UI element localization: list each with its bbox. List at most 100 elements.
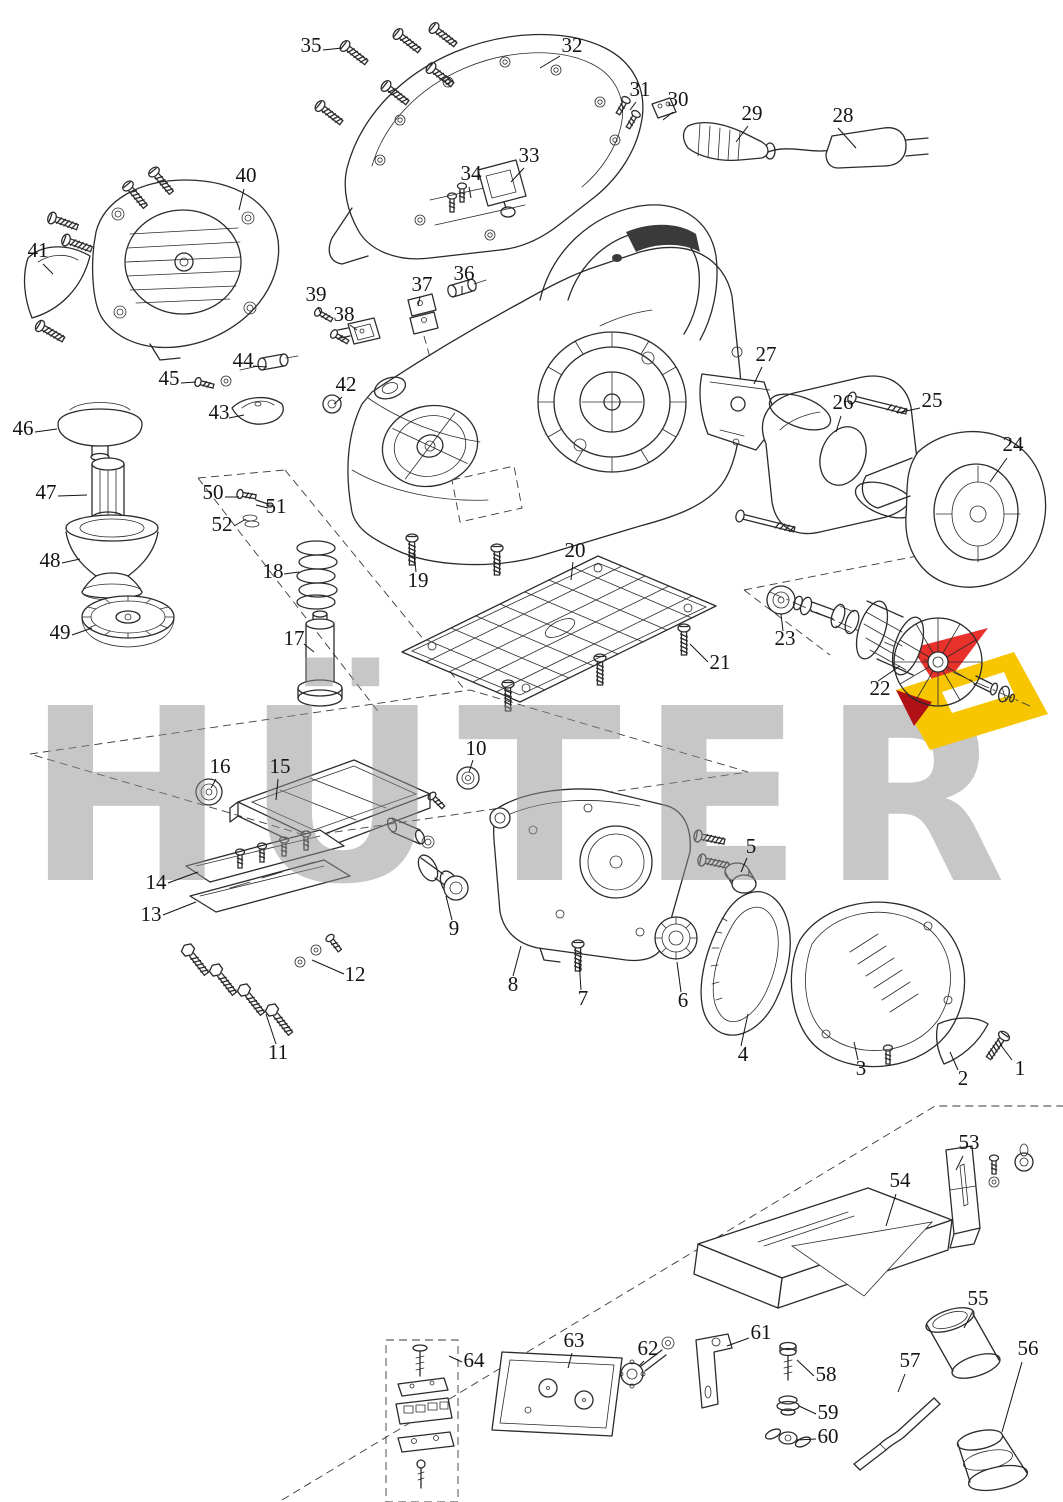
part-label-35: 35 [301,33,322,57]
leader-line-43 [228,414,245,419]
part-label-9: 9 [449,916,460,940]
base-plate-assembly [401,533,717,712]
part-label-50: 50 [203,480,224,504]
part-label-39: 39 [306,282,327,306]
part-label-18: 18 [263,559,284,583]
adjuster-set [235,488,274,528]
part-label-10: 10 [466,736,487,760]
leader-line-46 [34,428,58,433]
leader-line-49 [71,627,93,636]
part-label-5: 5 [746,834,757,858]
hardware-kit-64 [385,1339,459,1502]
leader-line-55 [963,1310,974,1329]
watermark: HÜTER [26,656,1024,937]
cord-assembly [613,94,929,169]
part-label-8: 8 [508,972,519,996]
leader-line-10 [468,759,474,773]
leader-line-5 [740,857,748,873]
front-shoe-assembly [178,759,435,1038]
front-fan-recess [381,404,479,488]
part-label-11: 11 [268,1040,288,1064]
part-label-46: 46 [13,416,34,440]
part-label-43: 43 [209,400,230,424]
leader-line-12 [311,959,345,975]
part-label-20: 20 [565,538,586,562]
armature-assembly [769,591,1031,707]
part-label-59: 59 [818,1400,839,1424]
leader-line-35 [322,47,343,51]
part-label-32: 32 [562,33,583,57]
deflector-41 [23,246,91,319]
leader-line-58 [796,1359,815,1377]
accessory-section [385,1143,1034,1502]
part-label-37: 37 [412,272,433,296]
part-label-28: 28 [833,103,854,127]
leader-line-26 [835,415,842,433]
leader-line-21 [689,643,709,663]
leader-line-51 [255,504,269,509]
leader-line-64 [448,1355,463,1363]
leader-line-20 [570,561,574,581]
leader-line-4 [740,1013,749,1047]
part-label-56: 56 [1018,1336,1039,1360]
rear-drive-assembly [699,373,1047,615]
leader-line-7 [578,959,582,991]
knob-bolt-62 [618,1336,675,1389]
part-label-30: 30 [668,87,689,111]
leader-line-23 [780,613,784,632]
leader-line-62 [638,1360,645,1367]
guide-plate-63 [491,1351,623,1437]
part-label-60: 60 [818,1424,839,1448]
leader-line-45 [180,381,197,384]
leader-line-2 [949,1051,959,1071]
part-label-45: 45 [159,366,180,390]
leader-line-25 [896,407,921,414]
leader-line-30 [662,111,674,121]
leader-line-6 [676,961,682,993]
leader-line-17 [303,643,315,653]
knob-column [57,402,175,648]
part-label-22: 22 [870,676,891,700]
part-label-14: 14 [146,870,168,894]
part-label-54: 54 [890,1168,912,1192]
part-label-57: 57 [900,1348,921,1372]
part-label-15: 15 [270,754,291,778]
wrench-57 [853,1397,941,1471]
screw-58 [779,1341,797,1381]
leader-line-38 [349,324,358,331]
part-label-6: 6 [678,988,689,1012]
leader-line-37 [417,296,421,307]
leader-line-47 [57,494,88,497]
motor-opening-ribs [537,331,687,473]
leader-line-57 [897,1373,906,1393]
leader-line-56 [1001,1361,1023,1433]
leader-line-22 [877,665,901,682]
leader-line-54 [885,1193,897,1227]
part-label-38: 38 [334,302,355,326]
part-label-26: 26 [833,390,854,414]
part-label-19: 19 [408,568,429,592]
pulley-ribs [654,916,698,960]
part-label-34: 34 [461,161,483,185]
part-label-13: 13 [141,902,162,926]
leader-line-15 [275,778,279,801]
small-parts-cluster [193,278,487,425]
leader-line-44 [252,365,268,368]
leader-line-27 [753,366,763,385]
leader-line-42 [333,396,343,405]
part-label-49: 49 [50,620,71,644]
part-label-53: 53 [959,1130,980,1154]
leader-line-59 [798,1405,817,1415]
part-label-29: 29 [742,101,763,125]
main-body [347,204,743,566]
leader-line-18 [283,571,300,575]
motor-cover-assembly [23,164,280,361]
leader-line-53 [955,1155,964,1171]
dust-cup-55 [925,1307,1001,1379]
leader-line-52 [233,518,247,527]
flange-nut-59 [776,1395,800,1416]
leader-line-40 [238,188,245,211]
part-label-58: 58 [816,1362,837,1386]
